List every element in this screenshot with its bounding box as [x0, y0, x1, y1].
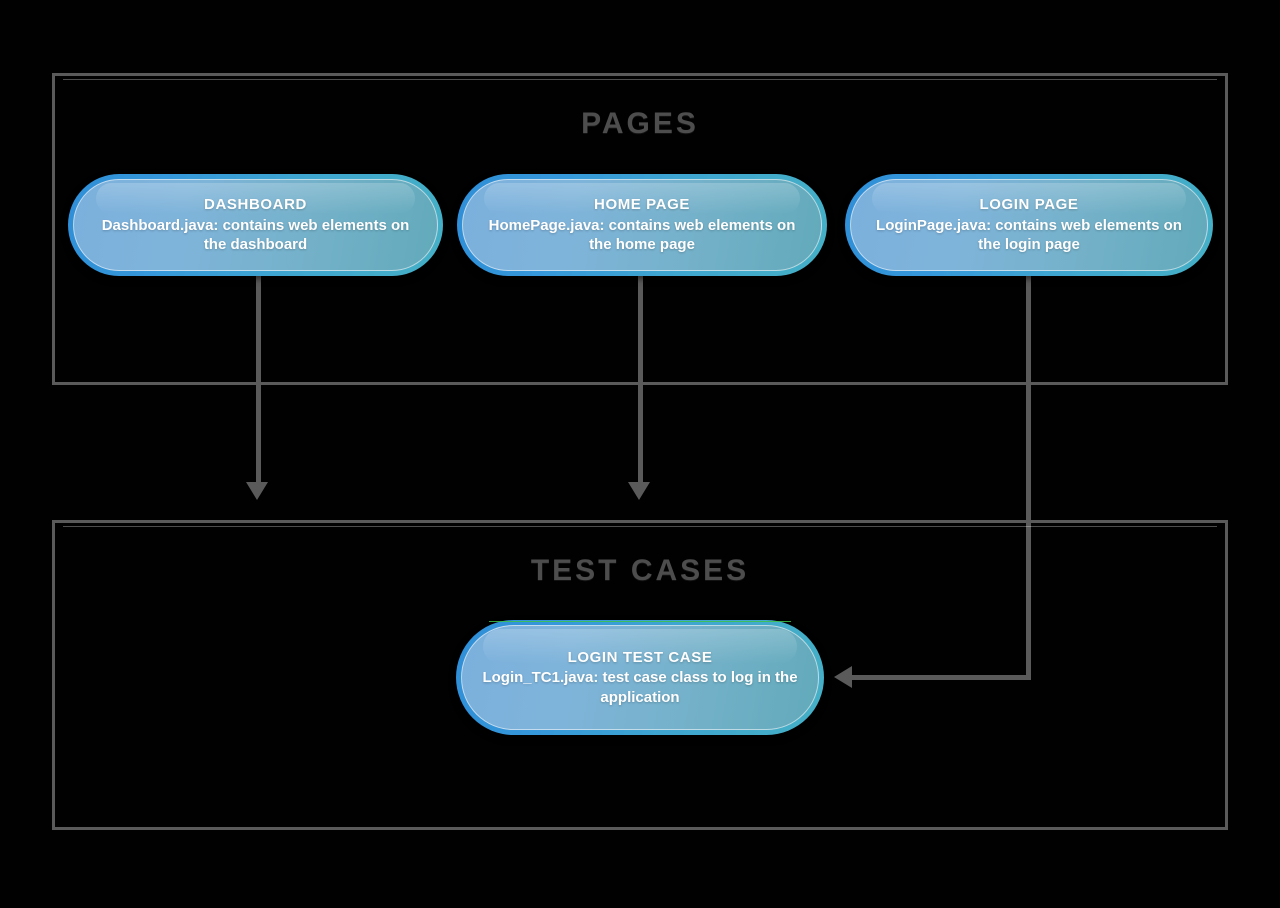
node-login-test-case-top-edge	[489, 621, 791, 622]
node-login-test-case-title: LOGIN TEST CASE	[567, 648, 713, 666]
node-dashboard[interactable]: DASHBOARD Dashboard.java: contains web e…	[68, 174, 443, 276]
arrowhead-homepage-icon	[628, 482, 650, 500]
node-dashboard-title: DASHBOARD	[204, 196, 307, 214]
connector-loginpage-vertical	[1026, 272, 1031, 680]
connector-loginpage-horizontal	[852, 675, 1028, 680]
node-login-test-case-description: Login_TC1.java: test case class to log i…	[482, 669, 798, 706]
node-login-test-case-face: LOGIN TEST CASE Login_TC1.java: test cas…	[461, 625, 819, 730]
section-test-cases-title: TEST CASES	[530, 554, 750, 587]
node-dashboard-face: DASHBOARD Dashboard.java: contains web e…	[73, 179, 438, 271]
connector-homepage-vertical	[638, 272, 643, 484]
node-home-page-face: HOME PAGE HomePage.java: contains web el…	[462, 179, 822, 271]
section-pages-title: PAGES	[581, 107, 699, 140]
connector-dashboard-vertical	[256, 272, 261, 484]
node-home-page-description: HomePage.java: contains web elements on …	[488, 216, 796, 254]
node-login-page-face: LOGIN PAGE LoginPage.java: contains web …	[850, 179, 1208, 271]
node-home-page[interactable]: HOME PAGE HomePage.java: contains web el…	[457, 174, 827, 276]
node-login-page-title: LOGIN PAGE	[979, 196, 1079, 214]
node-home-page-title: HOME PAGE	[594, 196, 690, 214]
arrowhead-logintestcase-icon	[834, 666, 852, 688]
section-pages-highlight	[63, 79, 1217, 80]
node-login-test-case[interactable]: LOGIN TEST CASE Login_TC1.java: test cas…	[456, 620, 824, 735]
node-login-page[interactable]: LOGIN PAGE LoginPage.java: contains web …	[845, 174, 1213, 276]
arrowhead-dashboard-icon	[246, 482, 268, 500]
node-dashboard-description: Dashboard.java: contains web elements on…	[101, 216, 410, 254]
section-test-cases-highlight	[63, 526, 1217, 527]
section-test-cases: TEST CASES	[52, 520, 1228, 830]
node-login-page-description: LoginPage.java: contains web elements on…	[876, 216, 1182, 254]
section-pages: PAGES	[52, 73, 1228, 385]
